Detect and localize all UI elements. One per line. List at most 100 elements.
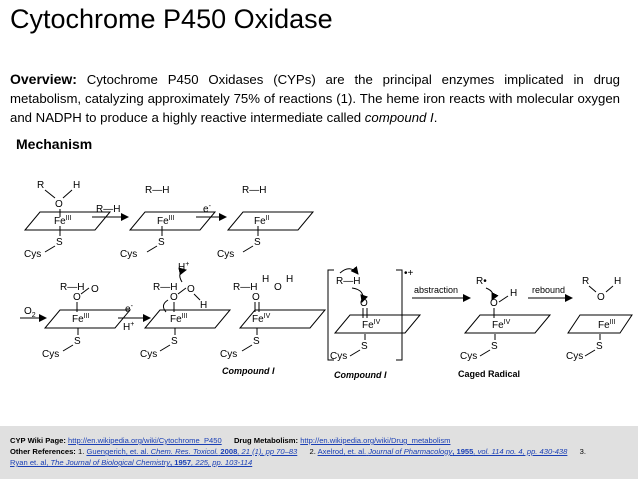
label-S: S: [361, 341, 368, 352]
fe-label: FeIII: [598, 319, 616, 331]
label-Cys: Cys: [460, 351, 477, 362]
label-S: S: [74, 336, 81, 347]
bracket-compound-i: •+ R—H O FeIV S Cys Compound I: [327, 266, 422, 380]
compound-i-label: Compound I: [222, 366, 275, 376]
label-Cys: Cys: [220, 349, 237, 360]
label-RH: R—H: [233, 282, 257, 293]
label-RH: R—H: [336, 276, 360, 287]
label-S: S: [253, 336, 260, 347]
other-references-label: Other References:: [10, 447, 76, 456]
label-S: S: [254, 237, 261, 248]
ref-1-number: 1.: [77, 447, 85, 456]
ref-3-link[interactable]: Ryan et. al, The Journal of Biological C…: [10, 458, 253, 467]
label-Cys: Cys: [42, 349, 59, 360]
fe-label: FeIV: [252, 313, 271, 325]
footer-line-2: Other References: 1. Guengerich, et. al.…: [10, 446, 628, 457]
label-S: S: [596, 341, 603, 352]
label-H: H: [73, 180, 80, 191]
label-O: O: [170, 292, 178, 303]
mechanism-heading: Mechanism: [16, 136, 93, 152]
mechanism-scheme: R O H FeIII S Cys R—H R—H FeIII S Cys e-…: [20, 180, 633, 380]
svg-text:H+: H+: [123, 321, 134, 333]
heme-1: R O H FeIII S Cys: [23, 180, 112, 260]
label-O: O: [73, 292, 81, 303]
label-O: O: [360, 298, 368, 309]
fe-label: FeIII: [170, 313, 188, 325]
label-RH: R—H: [242, 185, 266, 196]
heme-caged-radical: R• O H FeIV S Cys Caged Radical: [458, 276, 552, 379]
fe-label: FeIV: [362, 319, 381, 331]
overview-compound-i: compound I: [364, 110, 434, 125]
label-O: O: [91, 284, 99, 295]
slide-title: Cytochrome P450 Oxidase: [10, 4, 333, 34]
label-H: H: [510, 288, 517, 299]
svg-text:e-: e-: [125, 303, 134, 315]
label-R: R: [37, 180, 44, 191]
ref-3-number: 3.: [579, 447, 586, 456]
fe-label: FeII: [254, 215, 270, 227]
footer-line-1: CYP Wiki Page: http://en.wikipedia.org/w…: [10, 435, 628, 446]
label-S: S: [491, 341, 498, 352]
arrow-rh-in: R—H: [92, 204, 129, 221]
label-Cys: Cys: [566, 351, 583, 362]
references-footer: CYP Wiki Page: http://en.wikipedia.org/w…: [0, 426, 638, 479]
fe-label: FeIII: [54, 215, 72, 227]
label-R: R: [582, 276, 589, 287]
heme-2: R—H FeIII S Cys: [120, 185, 217, 260]
arrow-e-minus-1: e-: [196, 203, 227, 221]
label-O: O: [187, 284, 195, 295]
radical-cation-label: •+: [404, 268, 414, 279]
drug-metabolism-label: Drug Metabolism:: [233, 436, 299, 445]
label-Cys: Cys: [140, 349, 157, 360]
ref-1-link[interactable]: Guengerich, et. al. Chem. Res. Toxicol. …: [86, 447, 298, 456]
svg-text:O2: O2: [24, 306, 36, 319]
label-RH: R—H: [145, 185, 169, 196]
drug-metabolism-link[interactable]: http://en.wikipedia.org/wiki/Drug_metabo…: [300, 436, 451, 445]
label-S: S: [171, 336, 178, 347]
label-Cys: Cys: [24, 249, 41, 260]
arrow-rebound: rebound: [528, 285, 573, 302]
fe-label: FeIV: [492, 319, 511, 331]
overview-label: Overview:: [10, 71, 77, 87]
label-O: O: [252, 292, 260, 303]
label-H: H: [614, 276, 621, 287]
radical-label: R•: [476, 276, 487, 287]
arrow-o2: O2: [20, 306, 47, 322]
label-S: S: [56, 237, 63, 248]
footer-line-3: Ryan et. al, The Journal of Biological C…: [10, 457, 628, 468]
label-H: H: [262, 274, 269, 285]
label-Cys: Cys: [120, 249, 137, 260]
label-Cys: Cys: [217, 249, 234, 260]
overview-text: Cytochrome P450 Oxidases (CYPs) are the …: [10, 72, 620, 125]
label-O: O: [55, 199, 63, 210]
label-S: S: [158, 237, 165, 248]
fe-label: FeIII: [72, 313, 90, 325]
heme-6-compound-i: R—H H O H O FeIV S Cys Compound I: [220, 274, 327, 376]
fe-label: FeIII: [157, 215, 175, 227]
cyp-wiki-link[interactable]: http://en.wikipedia.org/wiki/Cytochrome_…: [68, 436, 222, 445]
label-RH: R—H: [96, 204, 120, 215]
label-O: O: [274, 282, 282, 293]
label-O: O: [597, 292, 605, 303]
label-H: H: [286, 274, 293, 285]
svg-text:H+: H+: [178, 261, 189, 273]
label-RH: R—H: [60, 282, 84, 293]
compound-i-label: Compound I: [334, 370, 387, 380]
arrow-e-minus-hplus: e- H+: [118, 303, 151, 333]
ref-2-number: 2.: [309, 447, 316, 456]
label-RH: R—H: [153, 282, 177, 293]
ref-2-link[interactable]: Axelrod, et. al. Journal of Pharmacology…: [317, 447, 568, 456]
heme-final: R O H FeIII S Cys: [566, 276, 633, 362]
arrow-abstraction: abstraction: [412, 285, 471, 302]
svg-text:e-: e-: [203, 203, 212, 215]
overview-text-end: .: [433, 110, 438, 125]
label-H: H: [200, 300, 207, 311]
abstraction-label: abstraction: [414, 285, 458, 295]
overview-paragraph: Overview: Cytochrome P450 Oxidases (CYPs…: [10, 70, 620, 127]
caged-radical-label: Caged Radical: [458, 369, 520, 379]
label-Cys: Cys: [330, 351, 347, 362]
heme-4: R—H O O FeIII S Cys: [42, 282, 132, 360]
heme-3: R—H FeII S Cys: [217, 185, 315, 260]
label-O: O: [490, 298, 498, 309]
rebound-label: rebound: [532, 285, 565, 295]
